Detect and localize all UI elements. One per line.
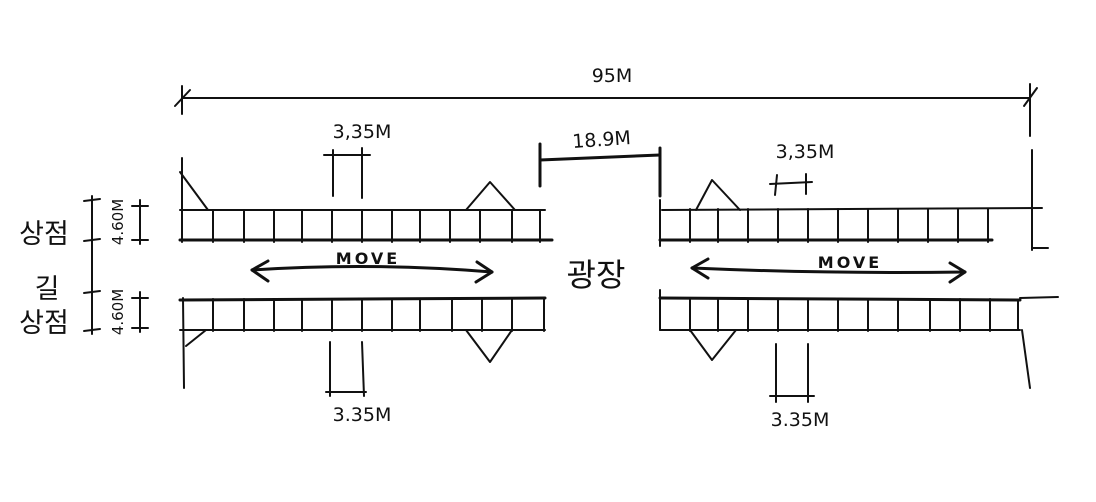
- plaza-label: 광장: [567, 256, 626, 294]
- unit-width-dimension-bottom-left: 3.35M: [325, 341, 392, 426]
- flow-label-left: MOVE: [336, 249, 400, 268]
- flow-arrow-left: MOVE: [250, 249, 494, 284]
- depth-label-upper: 4.60M: [109, 199, 127, 245]
- unit-dimension-extension: [361, 341, 365, 397]
- unit-width-label-bottom-left: 3.35M: [333, 404, 392, 426]
- section-dimension-tick: [83, 198, 101, 202]
- arrowhead-right: [948, 261, 967, 284]
- section-dimension-tick: [83, 238, 101, 242]
- flow-arrow-shaft: [250, 264, 494, 274]
- entrance-valley: [465, 329, 513, 363]
- arrowhead-left: [250, 259, 270, 283]
- upper-shop-row-right: [658, 149, 1049, 251]
- unit-width-dimension-bottom-right: 3.35M: [769, 343, 830, 431]
- section-dimension-tick: [83, 290, 101, 294]
- entrance-peak: [695, 179, 741, 211]
- entrance-valley: [689, 329, 737, 361]
- unit-width-label-bottom-right: 3.35M: [771, 409, 830, 431]
- unit-width-label-top-left: 3,35M: [333, 121, 392, 143]
- zone-label-upper-shops: 상점: [19, 219, 69, 250]
- overall-dimension-slash-right: [1023, 87, 1038, 107]
- unit-width-label-top-right: 3,35M: [776, 141, 835, 163]
- corner-diagonal: [185, 329, 207, 347]
- shop-depth-dimension-lower: 4.60M: [109, 289, 149, 335]
- row-end-line: [182, 297, 185, 389]
- corner-diagonal: [179, 171, 209, 211]
- plaza-width-label: 18.9M: [572, 127, 632, 153]
- shop-depth-dimension-upper: 4.60M: [109, 199, 149, 245]
- plaza-width-dimension: 18.9M: [538, 127, 662, 198]
- row-end-extension: [1021, 329, 1031, 389]
- section-dimension-tick: [83, 328, 101, 332]
- lower-shop-row-left: [178, 296, 547, 389]
- row-end-return: [1019, 296, 1059, 299]
- flow-arrow-right: MOVE: [690, 253, 967, 284]
- overall-width-label: 95M: [592, 65, 633, 87]
- section-dimension: [83, 195, 101, 335]
- flow-arrow-shaft: [690, 266, 967, 274]
- unit-width-dimension-top-right: 3,35M: [769, 141, 835, 196]
- shop-front-line: [661, 207, 1043, 211]
- unit-dimension-tick: [774, 174, 778, 196]
- entrance-peak: [465, 181, 516, 211]
- overall-dimension-slash-left: [174, 89, 191, 107]
- unit-width-dimension-top-left: 3,35M: [323, 121, 392, 199]
- arrowhead-left: [690, 257, 710, 280]
- plaza-dimension-line: [538, 153, 662, 162]
- overall-width-dimension: 95M: [174, 65, 1038, 137]
- zone-label-street: 길: [35, 274, 60, 305]
- upper-shop-row-left: [178, 157, 554, 243]
- flow-label-right: MOVE: [818, 253, 882, 272]
- arrowhead-right: [474, 260, 494, 284]
- lower-shop-row-right: [658, 289, 1059, 389]
- zone-label-lower-shops: 상점: [19, 308, 69, 339]
- depth-label-lower: 4.60M: [109, 289, 127, 335]
- shop-back-line: [658, 296, 1022, 302]
